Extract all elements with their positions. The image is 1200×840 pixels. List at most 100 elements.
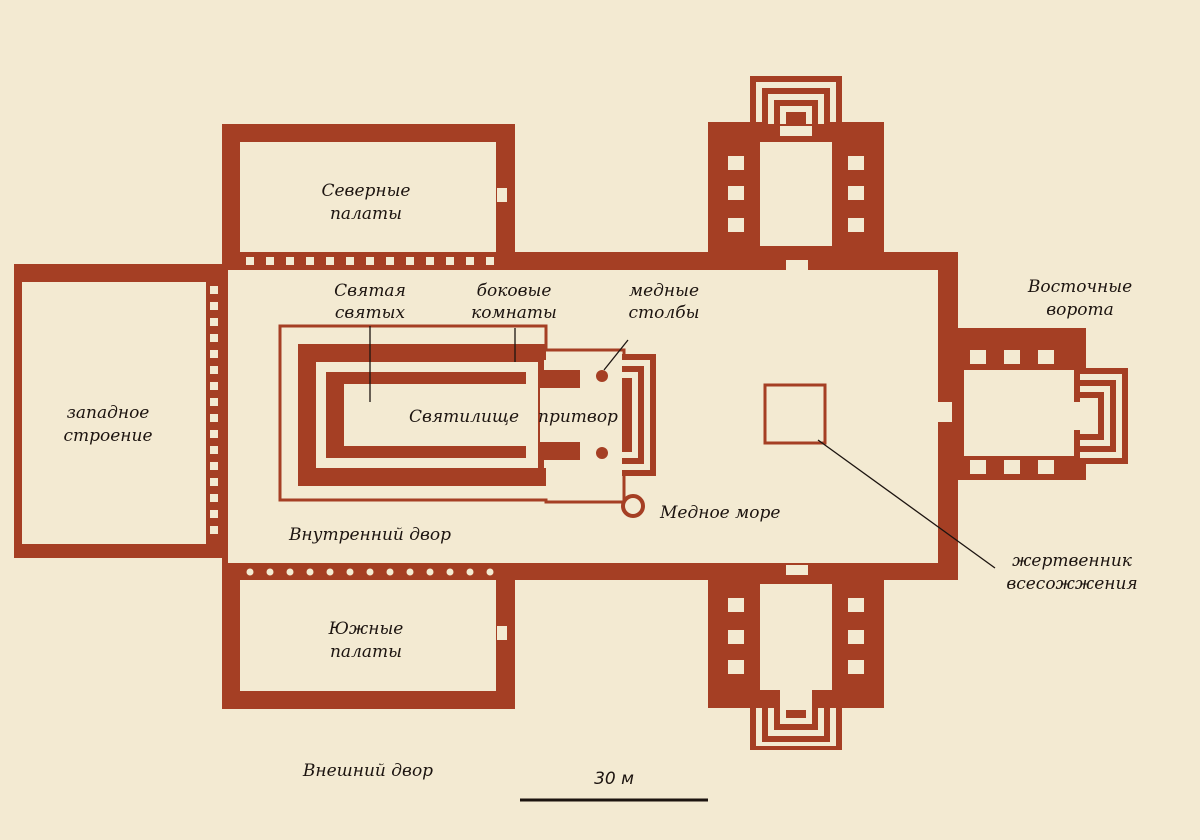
side-room-cell [320, 364, 327, 371]
side-room-cell [404, 364, 411, 371]
colonnade-north-square [366, 257, 374, 265]
side-room-cell [318, 436, 325, 443]
side-room-cell [512, 364, 519, 371]
label-outer-court: Внешний двор [302, 761, 433, 781]
colonnade-south-dot [426, 568, 434, 576]
label-north-chambers-2: палаты [330, 204, 402, 224]
north-gate-pier [848, 156, 864, 170]
side-room-cell [488, 460, 495, 467]
side-room-cell [356, 460, 363, 467]
colonnade-west-square [210, 494, 218, 502]
colonnade-south-dot [446, 568, 454, 576]
colonnade-north-square [386, 257, 394, 265]
colonnade-south-dot [406, 568, 414, 576]
label-bronze-pillars-1: медные [629, 281, 699, 301]
colonnade-west-square [210, 366, 218, 374]
porch-steps [622, 354, 656, 476]
colonnade-south-dot [266, 568, 274, 576]
east-gate-pier [970, 460, 986, 474]
side-room-cell [404, 460, 411, 467]
south-gate-pier [848, 598, 864, 612]
colonnade-north-square [286, 257, 294, 265]
altar [763, 383, 827, 445]
colonnade-west-square [210, 398, 218, 406]
south-gate-pier [728, 630, 744, 644]
label-south-chambers-1: Южные [328, 619, 404, 639]
label-holy-of-holies-1: Святая [334, 281, 406, 301]
colonnade-north-square [326, 257, 334, 265]
side-room-cell [488, 364, 495, 371]
label-east-gate-2: ворота [1046, 300, 1114, 320]
label-altar-2: всесожжения [1006, 574, 1137, 594]
label-side-rooms-1: боковые [477, 281, 552, 301]
colonnade-south-dot [466, 568, 474, 576]
bronze-pillar-north [596, 370, 608, 382]
label-bronze-pillars-2: столбы [629, 303, 700, 323]
side-room-cell [368, 364, 375, 371]
colonnade-north-square [486, 257, 494, 265]
side-rooms-cells [318, 364, 519, 467]
label-inner-court: Внутренний двор [288, 525, 451, 545]
side-room-cell [332, 364, 339, 371]
colonnade-south-dot [246, 568, 254, 576]
east-gate-pier [1004, 350, 1020, 364]
side-room-cell [512, 460, 519, 467]
side-room-cell [392, 460, 399, 467]
leader-lines [369, 326, 996, 569]
colonnade-south-dot [346, 568, 354, 576]
side-room-cell [464, 460, 471, 467]
north-gate-pier [728, 218, 744, 232]
east-gate-pier [1004, 460, 1020, 474]
side-room-cell [416, 364, 423, 371]
label-bronze-sea: Медное море [659, 503, 780, 523]
side-room-cell [320, 460, 327, 467]
side-room-cell [318, 448, 325, 455]
label-holy-of-holies-2: святых [335, 303, 406, 323]
north-chambers [222, 124, 515, 264]
colonnade-south-dot [286, 568, 294, 576]
colonnade-north-square [426, 257, 434, 265]
side-room-cell [428, 460, 435, 467]
south-gate-pier [848, 630, 864, 644]
colonnade-south-dot [486, 568, 494, 576]
side-room-cell [464, 364, 471, 371]
label-altar-1: жертвенник [1012, 551, 1133, 571]
north-gate-pier [848, 218, 864, 232]
label-sanctuary: Святилище [409, 407, 519, 427]
south-gate-pier [728, 660, 744, 674]
north-gate-pier [728, 156, 744, 170]
side-room-cell [344, 364, 351, 371]
side-room-cell [500, 364, 507, 371]
side-room-cell [428, 364, 435, 371]
colonnade-north-square [306, 257, 314, 265]
colonnade-west-square [210, 286, 218, 294]
label-north-chambers-1: Северные [321, 181, 410, 201]
side-room-cell [318, 376, 325, 383]
south-chambers [222, 566, 515, 709]
side-room-cell [500, 460, 507, 467]
colonnade-west-square [210, 430, 218, 438]
side-room-cell [476, 460, 483, 467]
north-gate-pier [728, 186, 744, 200]
side-room-cell [440, 364, 447, 371]
label-west-building-1: западное [67, 403, 150, 423]
colonnade-north-square [246, 257, 254, 265]
colonnade-south-dot [326, 568, 334, 576]
side-room-cell [452, 460, 459, 467]
colonnade-west-square [210, 446, 218, 454]
colonnade-north-square [406, 257, 414, 265]
side-room-cell [318, 400, 325, 407]
side-room-cell [380, 364, 387, 371]
label-porch: притвор [538, 407, 618, 427]
label-side-rooms-2: комнаты [471, 303, 557, 323]
colonnade-west-square [210, 334, 218, 342]
colonnade-north-square [466, 257, 474, 265]
colonnade-west-square [210, 526, 218, 534]
colonnade-south-dot [306, 568, 314, 576]
north-gate-pier [848, 186, 864, 200]
label-west-building-2: строение [63, 426, 152, 446]
colonnade-west-square [210, 510, 218, 518]
side-room-cell [392, 364, 399, 371]
scale-label: 30 м [594, 769, 634, 789]
